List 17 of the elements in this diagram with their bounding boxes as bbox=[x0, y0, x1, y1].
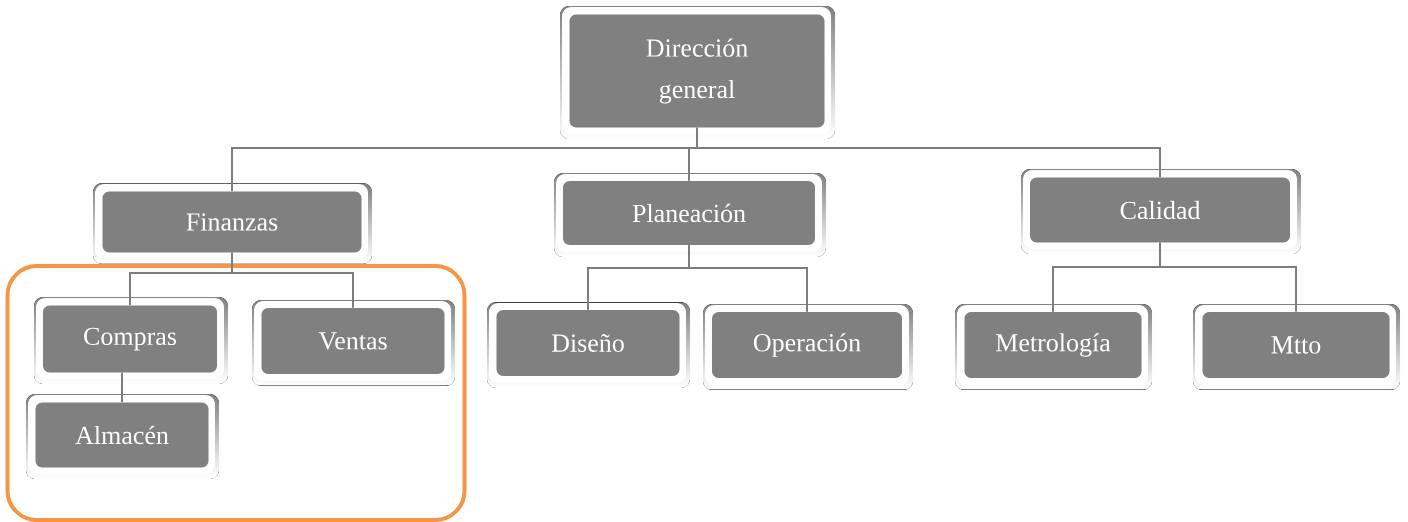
org-box: Compras bbox=[34, 297, 228, 384]
connector-line bbox=[231, 251, 354, 309]
group-frame bbox=[5, 264, 467, 522]
connector-line bbox=[1159, 241, 1297, 313]
connector-line bbox=[121, 371, 123, 404]
org-box: Finanzas bbox=[93, 183, 372, 264]
org-box: Calidad bbox=[1021, 169, 1301, 254]
org-box: Dirección general bbox=[560, 6, 835, 139]
org-box: Operación bbox=[703, 304, 913, 390]
org-box: Planeación bbox=[554, 173, 826, 257]
org-box: Metrología bbox=[955, 304, 1152, 390]
org-box: Ventas bbox=[252, 300, 455, 386]
connector-line bbox=[688, 244, 808, 313]
connector-line bbox=[696, 126, 1161, 179]
org-box: Almacén bbox=[26, 394, 219, 479]
org-box: Diseño bbox=[487, 302, 690, 388]
org-box: Mtto bbox=[1193, 304, 1400, 390]
